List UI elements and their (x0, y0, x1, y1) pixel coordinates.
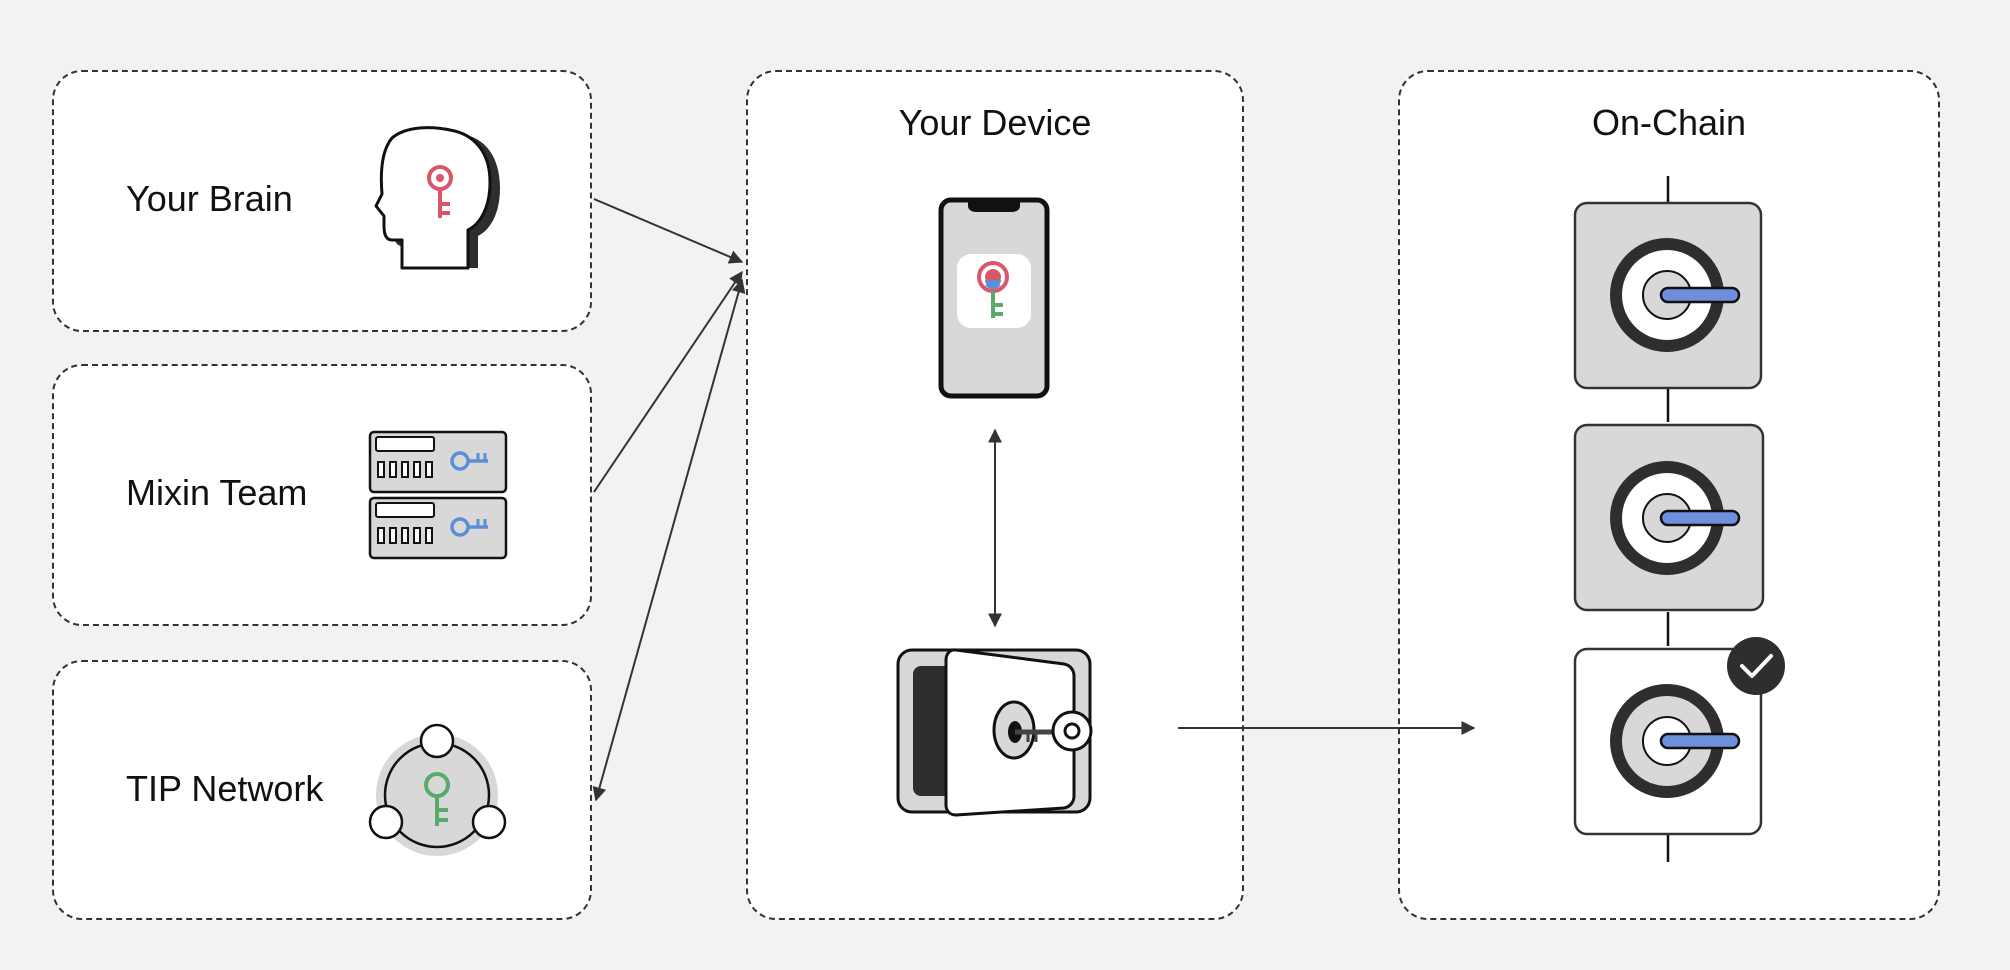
chain-title: On-Chain (1591, 102, 1747, 143)
server-key-icon (368, 430, 508, 560)
phone-app-icon (938, 197, 1050, 399)
source-box-brain (52, 70, 592, 332)
source-label-brain: Your Brain (126, 178, 293, 219)
server-unit-top (368, 430, 508, 494)
source-box-network (52, 660, 592, 920)
server-unit-bottom (368, 496, 508, 560)
connectors (592, 198, 1476, 802)
head-key-icon (374, 126, 500, 270)
arrow-team-to-device (593, 270, 743, 493)
source-label-network: TIP Network (126, 768, 324, 809)
chain-block-2 (1573, 423, 1765, 612)
network-key-icon (368, 723, 507, 856)
vault-block-icon (1573, 201, 1765, 836)
safe-icon (896, 648, 1093, 817)
device-title: Your Device (898, 102, 1092, 143)
checkmark-icon (1727, 637, 1785, 695)
chain-block-1 (1573, 201, 1763, 390)
arrow-network-device (592, 278, 746, 802)
source-box-team (52, 364, 592, 626)
chain-block-3 (1573, 647, 1763, 836)
source-label-team: Mixin Team (126, 472, 308, 513)
arrow-brain-to-device (593, 198, 744, 264)
